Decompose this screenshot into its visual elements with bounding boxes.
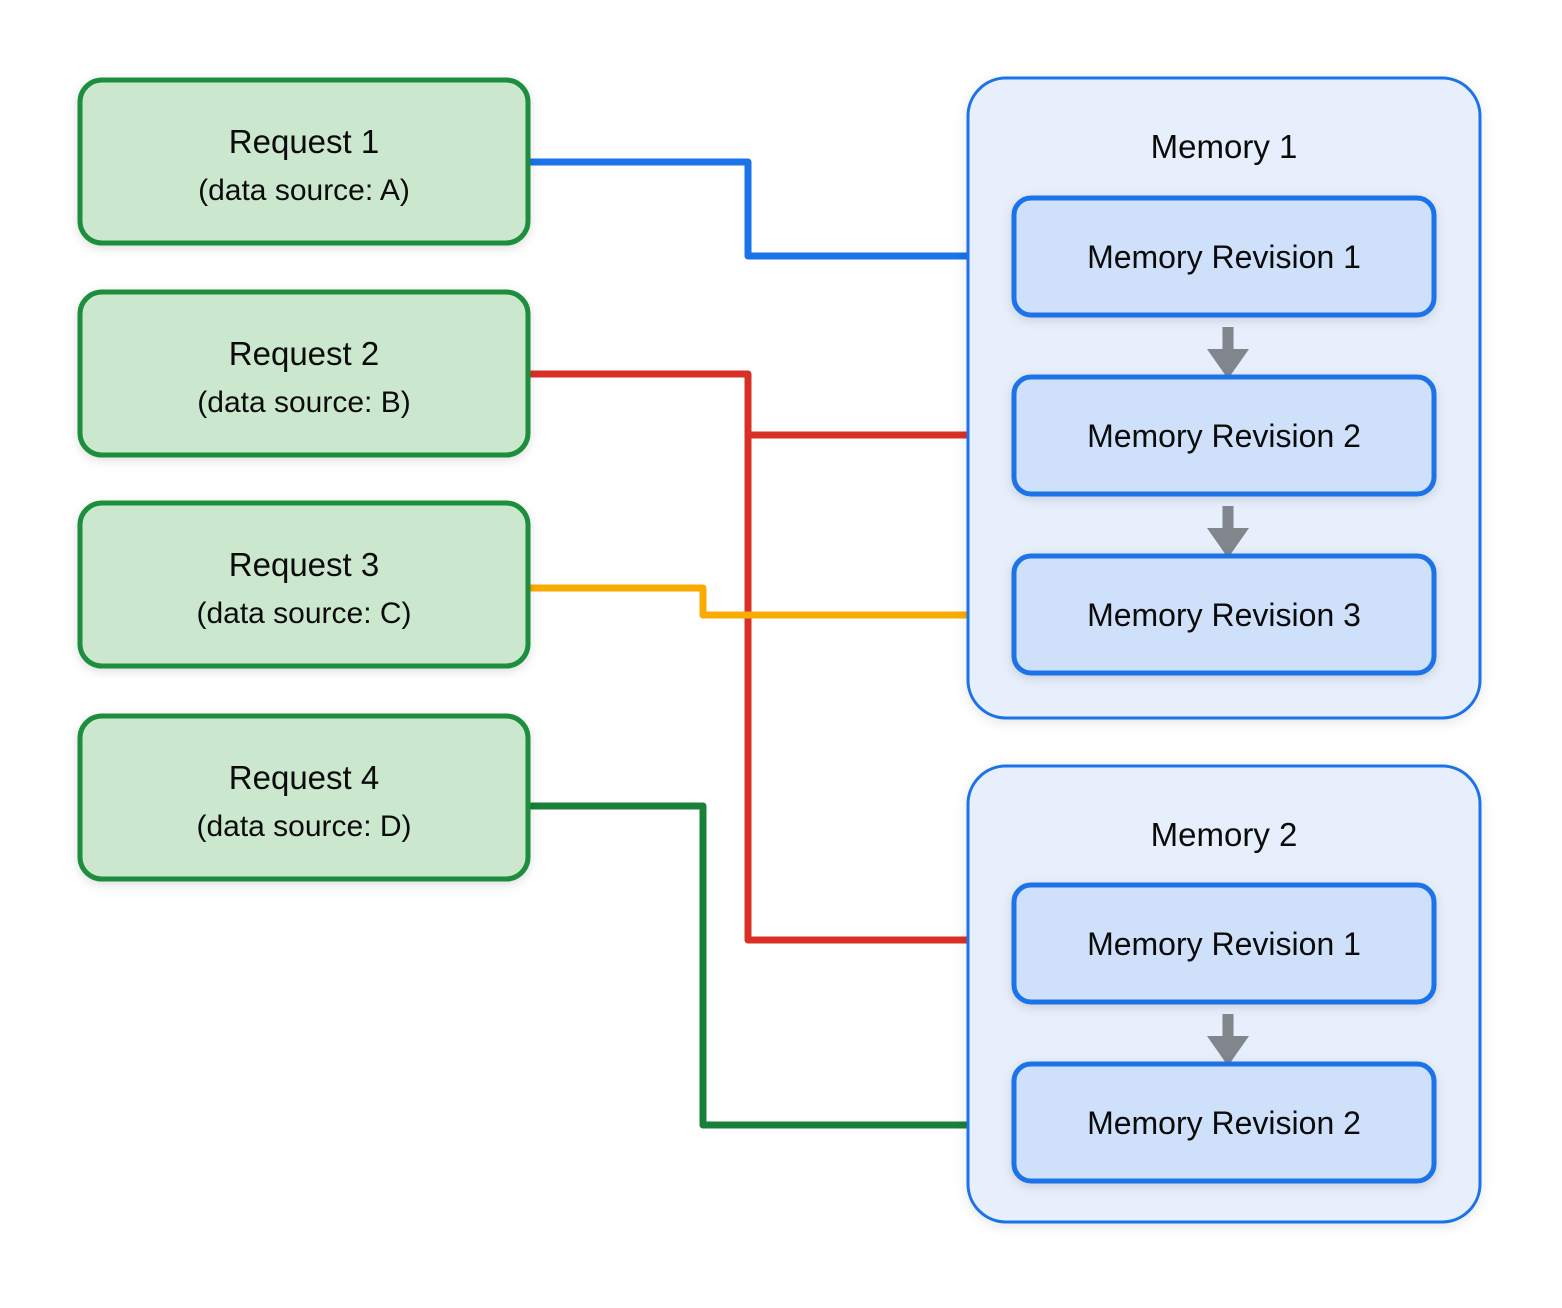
request-1[interactable]: Request 1 (data source: A) <box>77 77 531 246</box>
request-title: Request 3 <box>229 546 379 583</box>
revision-label: Memory Revision 1 <box>1087 239 1361 275</box>
request-subtitle: (data source: B) <box>197 386 410 419</box>
request-4[interactable]: Request 4 (data source: D) <box>77 713 531 882</box>
flow-arrow-memory-1-r1-r2 <box>1207 327 1249 379</box>
revision-label: Memory Revision 3 <box>1087 597 1361 633</box>
memory-1-revision-2[interactable]: Memory Revision 2 <box>1011 374 1437 497</box>
request-title: Request 1 <box>229 123 379 160</box>
revision-box[interactable] <box>1011 374 1437 497</box>
connector-path <box>526 584 1004 619</box>
memory-title: Memory 1 <box>1151 128 1298 165</box>
connector-request-3-to-memory-1-revision-3 <box>526 584 1007 636</box>
request-box[interactable] <box>77 713 531 882</box>
connector-path <box>526 802 1004 1129</box>
down-arrow-icon <box>1207 1036 1249 1066</box>
down-arrow-icon <box>1207 528 1249 558</box>
request-2[interactable]: Request 2 (data source: B) <box>77 289 531 458</box>
revision-box[interactable] <box>1011 553 1437 676</box>
request-box[interactable] <box>77 289 531 458</box>
revision-box[interactable] <box>1011 1061 1437 1184</box>
request-3[interactable]: Request 3 (data source: C) <box>77 500 531 669</box>
revision-label: Memory Revision 2 <box>1087 418 1361 454</box>
connector-request-4-to-memory-2-revision-2 <box>526 802 1007 1146</box>
connector-path <box>526 158 1004 260</box>
request-subtitle: (data source: C) <box>196 597 411 630</box>
flow-arrow-memory-1-r2-r3 <box>1207 506 1249 558</box>
connector-request-1-to-memory-1-revision-1 <box>526 158 1007 277</box>
memory-2-revision-1[interactable]: Memory Revision 1 <box>1011 882 1437 1005</box>
memory-title: Memory 2 <box>1151 816 1298 853</box>
connector-request-2-to-memory-1-revision-2 <box>526 370 1007 961</box>
request-subtitle: (data source: A) <box>198 174 410 207</box>
down-arrow-icon <box>1207 349 1249 379</box>
revision-label: Memory Revision 1 <box>1087 926 1361 962</box>
memory-1-revision-1[interactable]: Memory Revision 1 <box>1011 195 1437 318</box>
memory-1-revision-3[interactable]: Memory Revision 3 <box>1011 553 1437 676</box>
request-title: Request 2 <box>229 335 379 372</box>
revision-box[interactable] <box>1011 195 1437 318</box>
request-title: Request 4 <box>229 759 379 796</box>
memory-2[interactable]: Memory 2 Memory Revision 1 Memory Revisi… <box>966 764 1482 1224</box>
request-box[interactable] <box>77 77 531 246</box>
flow-arrow-memory-2-r1-r2 <box>1207 1014 1249 1066</box>
revision-box[interactable] <box>1011 882 1437 1005</box>
memory-2-revision-2[interactable]: Memory Revision 2 <box>1011 1061 1437 1184</box>
request-subtitle: (data source: D) <box>196 810 411 843</box>
connector-trunk-path <box>526 370 1004 944</box>
memory-1[interactable]: Memory 1 Memory Revision 1 Memory Revisi… <box>966 76 1482 720</box>
request-box[interactable] <box>77 500 531 669</box>
revision-label: Memory Revision 2 <box>1087 1105 1361 1141</box>
